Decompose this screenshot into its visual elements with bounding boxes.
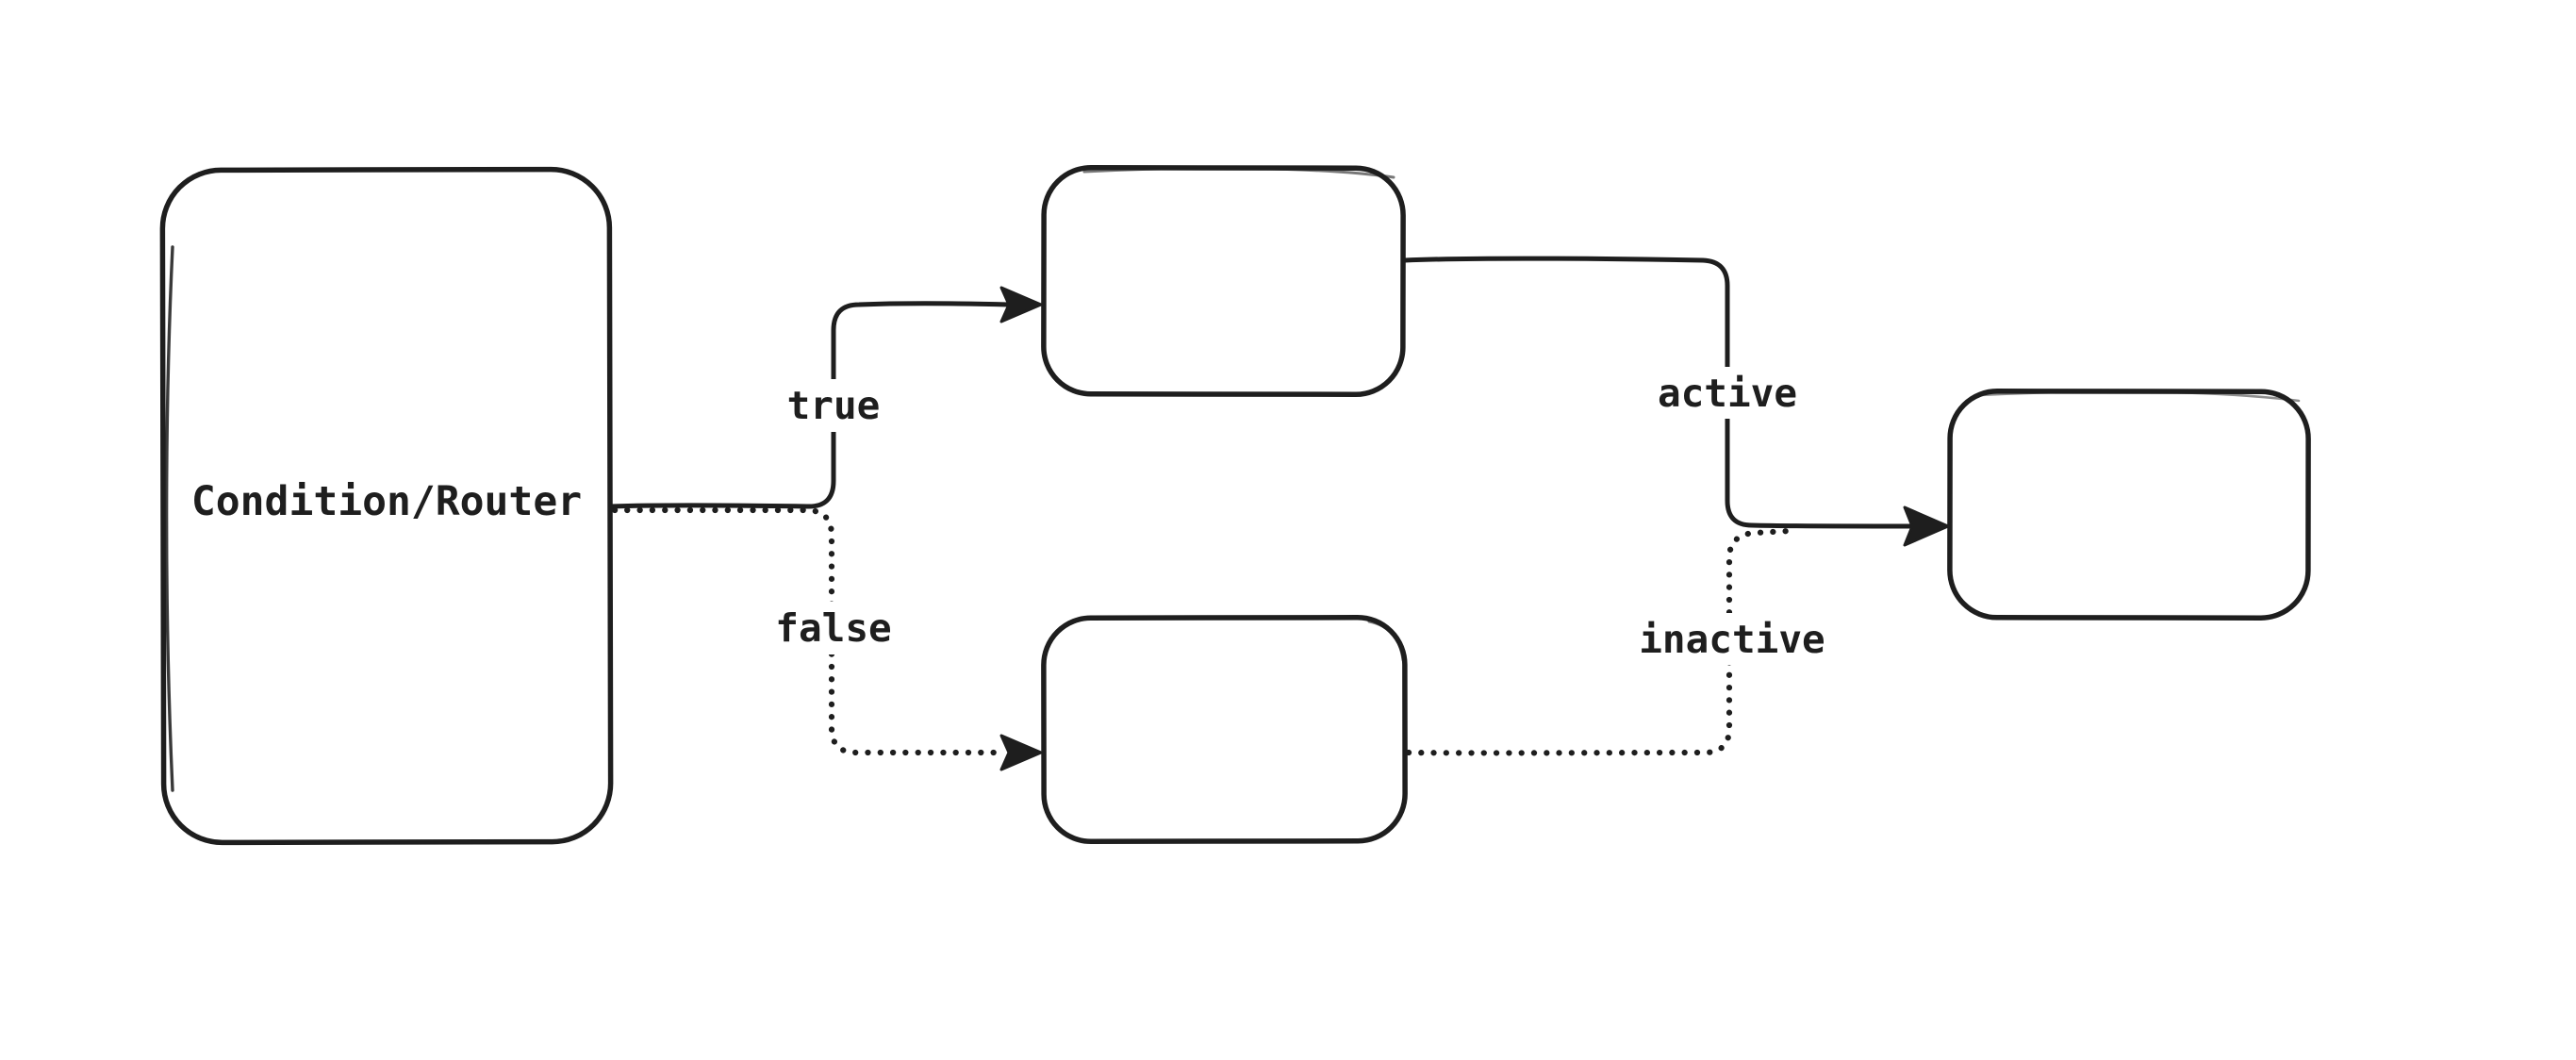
node-false-target-sketch-stroke [1367,620,1405,662]
edge-inactive [1405,527,1793,756]
node-condition-router-label: Condition/Router [191,478,582,525]
edge-active-arrowhead [1903,505,1950,547]
edge-active-label-bg [1646,367,1808,419]
node-true-target-rect [1041,165,1406,397]
edge-inactive-label: inactive [1639,617,1825,662]
edge-true-label-group: true [775,379,892,432]
node-true-target-sketch-stroke [1082,166,1395,179]
edge-true-label: true [787,383,881,428]
edge-false-arrowhead [999,734,1043,771]
edge-active [1402,256,1950,547]
edge-inactive-label-bg [1624,613,1841,665]
edge-active-label: active [1658,371,1797,416]
node-false-target [1041,615,1408,844]
node-false-target-rect [1041,615,1408,844]
edge-active-label-group: active [1646,367,1808,419]
node-result-rect [1947,389,2311,621]
edge-false [611,506,1043,771]
edge-true-arrowhead [999,286,1043,323]
edge-false-label-bg [760,602,907,654]
edge-true-path [608,301,1012,509]
node-condition-router: Condition/Router [159,166,614,846]
node-true-target [1041,165,1406,397]
node-result [1947,389,2311,621]
edge-false-label-group: false [760,602,907,654]
node-condition-router-sketch-stroke [164,245,174,792]
node-result-sketch-stroke [1978,390,2301,403]
edge-active-path [1402,256,1915,529]
edge-inactive-path [1405,527,1793,756]
edge-inactive-label-group: inactive [1624,613,1841,665]
edge-true-label-bg [775,379,892,432]
edge-false-label: false [775,605,891,651]
edge-true [608,286,1043,509]
